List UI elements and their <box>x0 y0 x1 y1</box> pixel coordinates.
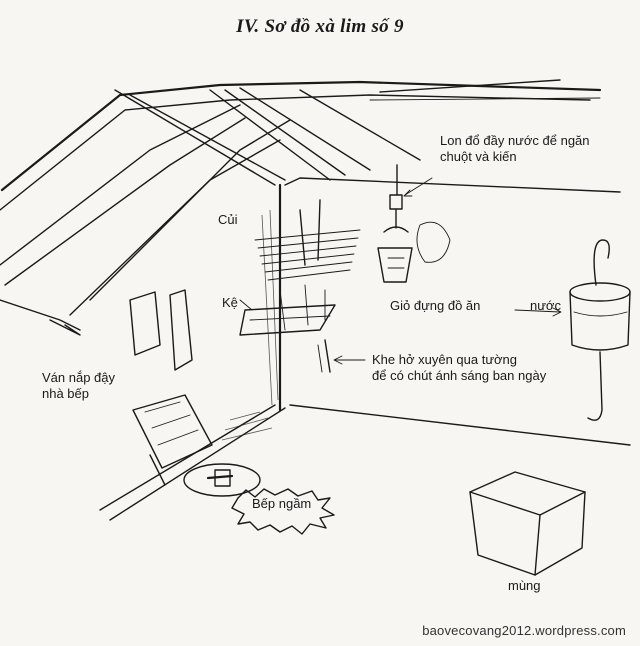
water-jar <box>569 239 631 421</box>
source-credit: baovecovang2012.wordpress.com <box>422 623 626 638</box>
cover-board <box>132 394 213 486</box>
label-stove: Bếp ngầm <box>252 496 312 511</box>
label-shelf: Kệ <box>222 295 238 310</box>
label-gap: Khe hở xuyên qua tường để có chút ánh sá… <box>372 352 547 383</box>
label-net: mùng <box>508 578 541 593</box>
label-can: Lon đổ đầy nước để ngăn chuột và kiến <box>440 133 590 164</box>
mosquito-net <box>469 471 586 576</box>
label-cover-board: Ván nắp đậy nhà bếp <box>42 370 116 401</box>
cell-walls <box>99 177 631 521</box>
shelf <box>239 284 336 336</box>
floor-shading <box>221 209 279 441</box>
wall-items <box>129 221 451 371</box>
roof-beams <box>0 79 602 336</box>
diagram-title: IV. Sơ đồ xà lim số 9 <box>236 16 404 37</box>
wall-gap <box>317 339 331 373</box>
firewood-bundle <box>254 199 361 281</box>
label-water: nước <box>530 298 561 313</box>
label-food-basket: Giỏ đựng đồ ăn <box>390 298 481 313</box>
label-firewood: Củi <box>218 212 238 227</box>
pointer-arrows <box>239 177 562 365</box>
underground-stove <box>183 463 335 535</box>
hanging-basket <box>377 164 413 283</box>
